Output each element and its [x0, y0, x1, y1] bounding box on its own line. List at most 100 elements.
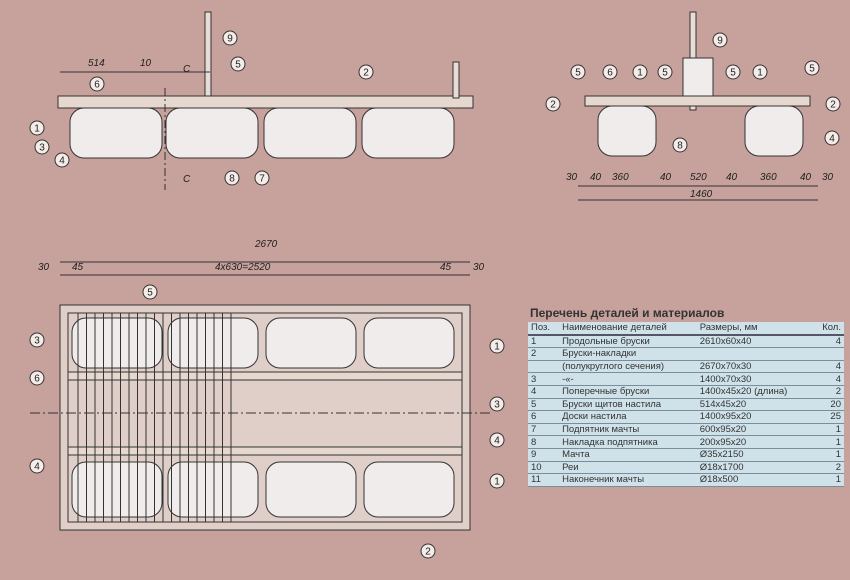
callout-number: 6 [607, 68, 613, 79]
cell-pos: 8 [528, 435, 560, 449]
callout-number: 5 [809, 64, 815, 75]
callout-number: 8 [677, 141, 683, 152]
side-view [57, 11, 474, 190]
cell-size: 2610x60x40 [696, 334, 814, 349]
callout-marker: 8 [224, 170, 240, 186]
callout-marker: 3 [489, 396, 505, 412]
section-label: C [183, 174, 191, 185]
dimension-label: 40 [590, 172, 602, 183]
cell-pos: 6 [528, 410, 560, 424]
dimension-label: 45 [72, 262, 84, 273]
callout-number: 2 [363, 68, 369, 79]
callout-number: 2 [550, 100, 556, 111]
dimension-label: 30 [38, 262, 50, 273]
dimension-label: 30 [822, 172, 834, 183]
dimension-label: 4x630=2520 [215, 262, 271, 273]
callout-marker: 3 [34, 139, 50, 155]
callout-marker: 4 [824, 130, 840, 146]
callout-number: 2 [830, 100, 836, 111]
callout-marker: 6 [602, 64, 618, 80]
cell-qty: 4 [813, 372, 844, 386]
cell-name: Бруски-накладки [559, 347, 697, 361]
cell-pos [528, 360, 560, 374]
callout-number: 1 [757, 68, 763, 79]
cell-size: 1400x45x20 (длина) [696, 385, 814, 399]
callout-number: 9 [717, 36, 723, 47]
cell-pos: 2 [528, 347, 560, 361]
cell-pos: 7 [528, 423, 560, 437]
callout-number: 1 [494, 342, 500, 353]
cell-qty [813, 347, 844, 361]
callout-number: 3 [39, 143, 45, 154]
cell-name: Наконечник мачты [559, 473, 697, 487]
callout-number: 4 [59, 156, 65, 167]
callout-marker: 1 [489, 338, 505, 354]
callout-number: 3 [494, 400, 500, 411]
cell-qty: 25 [813, 410, 844, 424]
dimension-label: 40 [800, 172, 812, 183]
callout-marker: 6 [29, 370, 45, 386]
header-pos: Поз. [528, 322, 560, 336]
dimension-label: 2670 [254, 239, 278, 250]
cell-qty: 1 [813, 423, 844, 437]
cell-size: 2670x70x30 [696, 360, 814, 374]
dimension-label: 520 [690, 172, 707, 183]
callout-marker: 4 [489, 432, 505, 448]
callout-marker: 5 [804, 60, 820, 76]
header-qty: Кол. [813, 322, 844, 336]
cell-qty: 2 [813, 385, 844, 399]
cell-name: -«- [559, 372, 697, 386]
cell-size [696, 347, 814, 361]
cell-name: Бруски щитов настила [559, 398, 697, 412]
dimension-label: 1460 [690, 189, 713, 200]
cell-pos: 9 [528, 448, 560, 462]
dimension-label: 40 [726, 172, 738, 183]
cell-pos: 11 [528, 473, 560, 487]
cell-qty: 1 [813, 435, 844, 449]
cell-name: Мачта [559, 448, 697, 462]
cell-size: Ø18x1700 [696, 461, 814, 475]
cell-qty: 1 [813, 448, 844, 462]
cell-size: 1400x70x30 [696, 372, 814, 386]
callout-number: 4 [494, 436, 500, 447]
dimension-label: 30 [566, 172, 578, 183]
parts-table-title: Перечень деталей и материалов [530, 306, 725, 320]
callout-marker: 4 [29, 458, 45, 474]
plan-view [30, 261, 490, 531]
callout-marker: 5 [725, 64, 741, 80]
cell-pos: 3 [528, 372, 560, 386]
callout-marker: 5 [657, 64, 673, 80]
callout-marker: 2 [420, 543, 436, 559]
cell-size: Ø35x2150 [696, 448, 814, 462]
dimension-label: 10 [140, 58, 152, 69]
cell-size: 200x95x20 [696, 435, 814, 449]
cell-pos: 10 [528, 461, 560, 475]
cell-qty: 20 [813, 398, 844, 412]
header-name: Наименование деталей [559, 322, 697, 336]
callout-number: 8 [229, 174, 235, 185]
parts-table: Поз. Наименование деталей Размеры, мм Ко… [528, 322, 844, 487]
callout-marker: 3 [29, 332, 45, 348]
callout-number: 5 [575, 68, 581, 79]
cell-qty: 1 [813, 473, 844, 487]
dimension-label: 40 [660, 172, 672, 183]
cell-name: (полукруглого сечения) [559, 360, 697, 374]
section-label: C [183, 64, 191, 75]
callout-number: 9 [227, 34, 233, 45]
callout-marker: 9 [712, 32, 728, 48]
callout-number: 5 [730, 68, 736, 79]
cell-size: 1400x95x20 [696, 410, 814, 424]
dimension-label: 30 [473, 262, 485, 273]
callout-marker: 5 [142, 284, 158, 300]
